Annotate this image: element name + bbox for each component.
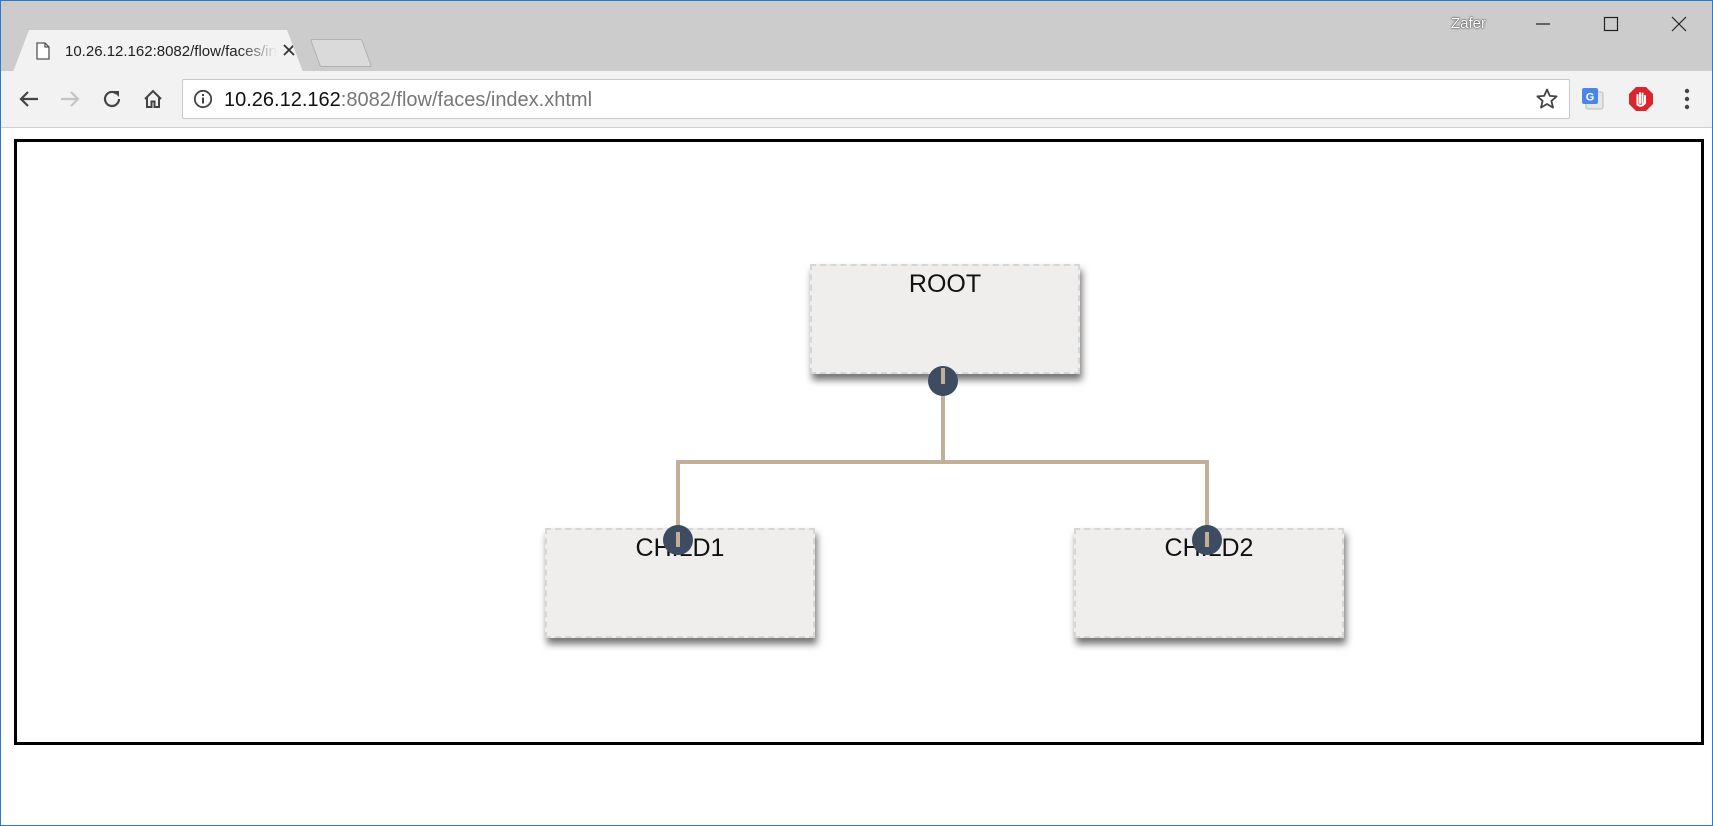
url-text[interactable]: 10.26.12.162:8082/flow/faces/index.xhtml	[224, 89, 592, 112]
reload-button[interactable]	[96, 83, 128, 115]
home-icon	[144, 89, 162, 108]
profile-name[interactable]: Zafer	[1451, 15, 1487, 32]
stop-hand-icon	[1629, 87, 1653, 111]
tab-title: 10.26.12.162:8082/flow/faces/index.xhtml	[65, 43, 277, 60]
node-root[interactable]: ROOT	[810, 264, 1080, 374]
tab-active[interactable]: 10.26.12.162:8082/flow/faces/index.xhtml	[13, 30, 303, 72]
tab-close-button[interactable]	[279, 40, 299, 60]
url-host: 10.26.12.162	[224, 89, 341, 111]
arrow-right-icon	[61, 91, 80, 107]
minimize-icon	[1536, 23, 1550, 25]
star-icon[interactable]	[1535, 87, 1559, 111]
page-icon	[36, 42, 50, 60]
reload-icon	[103, 90, 121, 108]
root-source-endpoint[interactable]	[928, 366, 958, 396]
diagram-connectors	[676, 384, 1209, 543]
maximize-icon	[1603, 16, 1619, 32]
translate-extension-button[interactable]: G	[1577, 83, 1609, 115]
svg-text:G: G	[1586, 92, 1595, 104]
url-path: :8082/flow/faces/index.xhtml	[340, 89, 593, 111]
close-icon	[283, 44, 295, 56]
browser-menu-button[interactable]	[1671, 83, 1703, 115]
kebab-menu-icon	[1684, 88, 1690, 110]
close-window-button[interactable]	[1649, 1, 1709, 47]
page-content: ROOT CHILD1 CHILD2	[1, 128, 1712, 825]
connector-root-child1	[676, 384, 945, 543]
browser-toolbar: 10.26.12.162:8082/flow/faces/index.xhtml…	[1, 71, 1712, 128]
diagram-canvas: ROOT CHILD1 CHILD2	[14, 139, 1704, 745]
node-label: ROOT	[908, 270, 982, 298]
address-bar[interactable]: 10.26.12.162:8082/flow/faces/index.xhtml	[182, 79, 1570, 119]
back-button[interactable]	[13, 83, 45, 115]
connector-root-child2	[943, 460, 1209, 543]
home-button[interactable]	[137, 83, 169, 115]
arrow-left-icon	[19, 91, 38, 107]
tab-strip: 10.26.12.162:8082/flow/faces/index.xhtml…	[1, 1, 1712, 72]
minimize-button[interactable]	[1513, 1, 1573, 47]
child1-target-endpoint[interactable]	[663, 525, 693, 555]
info-icon[interactable]	[193, 89, 213, 109]
new-tab-button[interactable]	[309, 39, 373, 67]
google-translate-icon: G	[1582, 88, 1604, 110]
child2-target-endpoint[interactable]	[1192, 525, 1222, 555]
maximize-button[interactable]	[1581, 1, 1641, 47]
close-window-icon	[1671, 16, 1687, 32]
forward-button[interactable]	[54, 83, 86, 115]
adblock-extension-button[interactable]	[1625, 83, 1657, 115]
